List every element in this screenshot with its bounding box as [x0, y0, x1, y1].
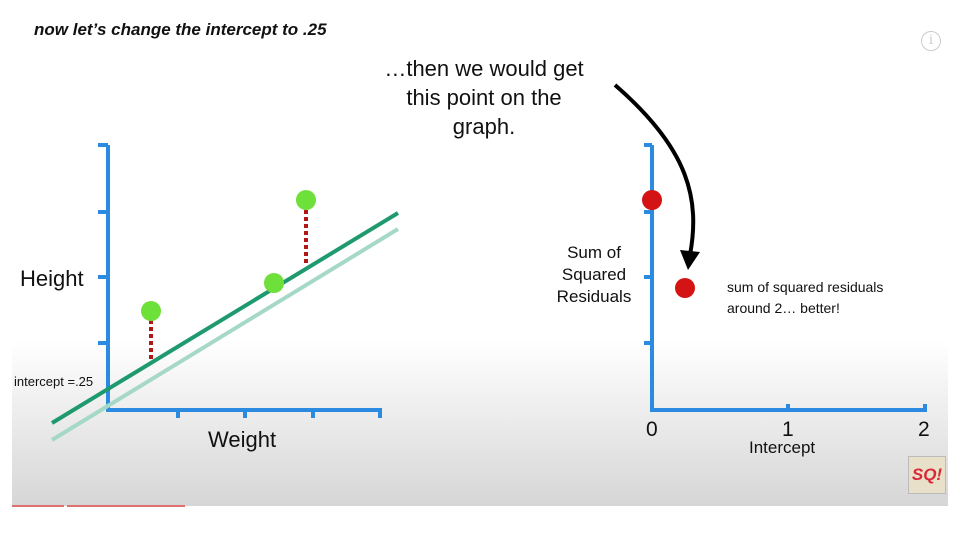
y-axis-label: Sum of Squared Residuals: [556, 243, 632, 306]
previous-fit-line: [50, 227, 400, 442]
x-tick-label: 1: [782, 418, 794, 441]
data-point: [296, 190, 316, 210]
ssr-point: [642, 190, 662, 210]
channel-logo: SQ!: [908, 456, 946, 494]
arrow: [613, 83, 696, 256]
data-point: [264, 273, 284, 293]
info-icon[interactable]: i: [921, 31, 941, 51]
right-plot: [644, 143, 927, 412]
fit-line: [50, 211, 400, 425]
slide-title: now let’s change the intercept to .25: [34, 20, 327, 39]
callout-line: …then we would get: [384, 56, 584, 81]
y-axis-label: Height: [20, 266, 84, 291]
x-axis-label: Intercept: [749, 438, 816, 457]
arrow-head: [680, 250, 700, 270]
x-tick-label: 2: [918, 418, 930, 441]
progress-bar-segment: [12, 505, 64, 507]
callout-text: …then we would get this point on the gra…: [370, 54, 598, 141]
ssr-annotation: sum of squared residuals around 2… bette…: [727, 277, 883, 319]
callout-line: this point on the: [406, 85, 562, 110]
x-axis-label: Weight: [208, 427, 277, 452]
x-tick-label: 0: [646, 418, 658, 441]
intercept-annotation: intercept =.25: [14, 374, 94, 389]
progress-bar-segment: [67, 505, 185, 507]
callout-line: graph.: [452, 114, 516, 139]
ssr-point-new: [675, 278, 695, 298]
left-plot: [98, 143, 382, 418]
annotation-line: sum of squared residuals: [727, 279, 884, 295]
data-point: [141, 301, 161, 321]
slide-background: [12, 0, 948, 506]
annotation-line: around 2… better!: [727, 300, 840, 316]
